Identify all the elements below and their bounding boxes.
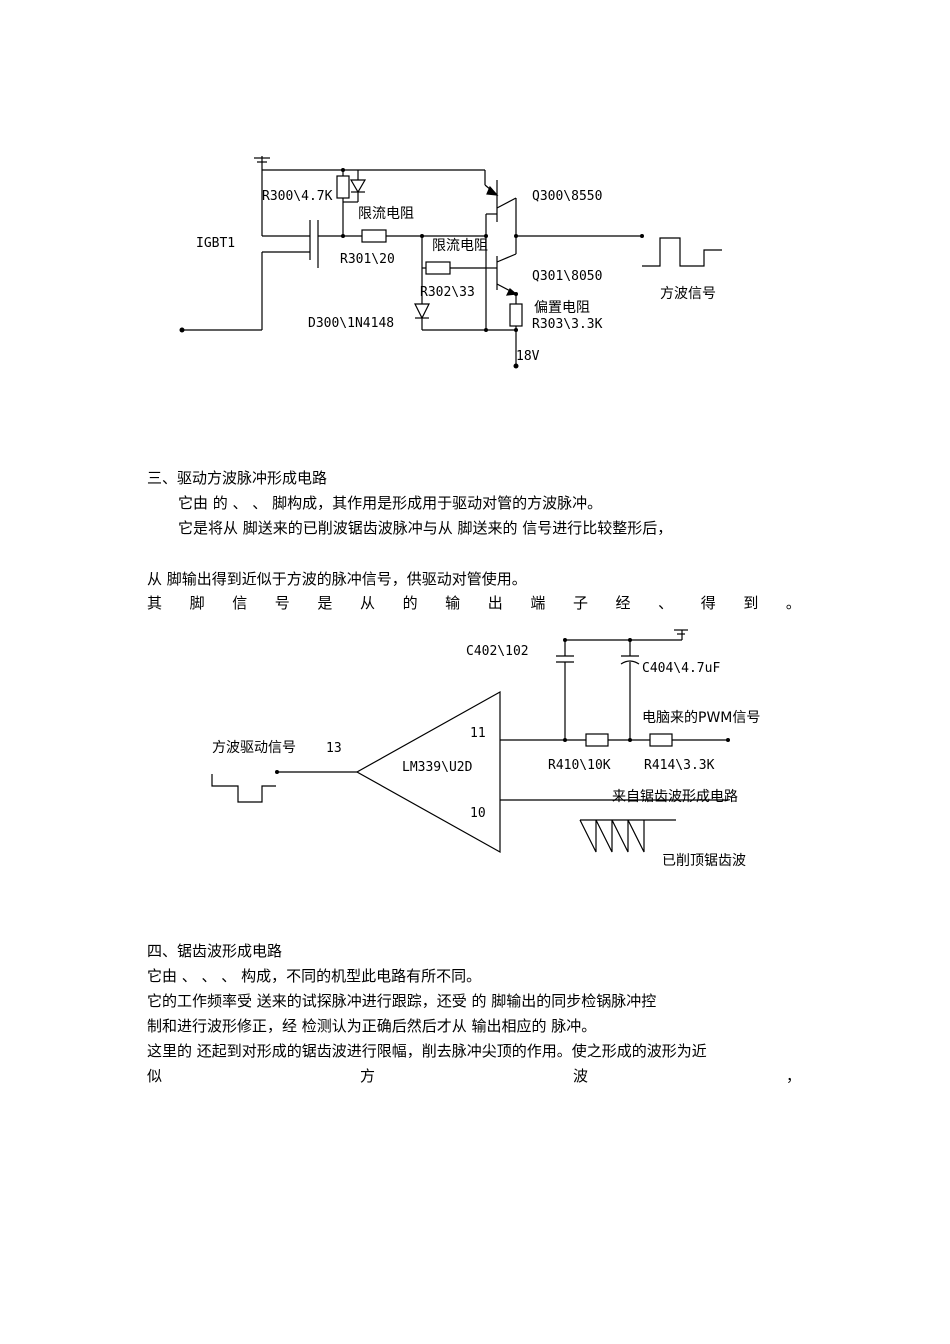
line4-char: 输	[445, 594, 461, 612]
section4-line4: 这里的 还起到对形成的锯齿波进行限幅，削去脉冲尖顶的作用。使之形成的波形为近	[147, 1042, 707, 1060]
square-drive-note: 方波驱动信号	[212, 740, 296, 756]
pwm-signal-note: 电脑来的PWM信号	[642, 710, 760, 726]
r300-label: R300\4.7K	[262, 189, 333, 204]
r303-label: R303\3.3K	[532, 317, 603, 332]
section3-line3: 从 脚输出得到近似于方波的脉冲信号，供驱动对管使用。	[147, 570, 527, 588]
comparator-circuit-diagram: C402\102 C404\4.7uF R410\10K R414\3.3K L…	[211, 629, 760, 869]
square-wave-note: 方波信号	[660, 286, 716, 302]
line4-char: 经	[615, 594, 631, 612]
d300-label: D300\1N4148	[308, 316, 394, 331]
section4-heading: 四、锯齿波形成电路	[147, 942, 283, 960]
section3-line4: 其 脚 信 号 是 从 的 输 出 端 子 经 、 得 到 。	[147, 594, 801, 612]
line4-char: 、	[658, 594, 674, 612]
r302-label: R302\33	[420, 285, 475, 300]
q300-label: Q300\8550	[532, 189, 602, 204]
comparator-label: LM339\U2D	[402, 760, 473, 775]
section4-line3: 制和进行波形修正，经 检测认为正确后然后才从 输出相应的 脉冲。	[147, 1017, 597, 1035]
clipped-sawtooth-note: 已削顶锯齿波	[662, 853, 746, 869]
v18-label: 18V	[516, 349, 540, 364]
line4-char: 号	[274, 594, 290, 612]
limit-resistor-note-1: 限流电阻	[358, 206, 414, 222]
line4-char: 脚	[189, 594, 205, 612]
section3-line1: 它由 的 、 、 脚构成，其作用是形成用于驱动对管的方波脉冲。	[178, 494, 603, 512]
section4-line5: 似 方 波 ，	[147, 1067, 801, 1085]
line4-char: 端	[530, 594, 546, 612]
r301-label: R301\20	[340, 252, 395, 267]
section3-line2: 它是将从 脚送来的已削波锯齿波脉冲与从 脚送来的 信号进行比较整形后，	[178, 519, 673, 537]
line4-char: 从	[359, 594, 375, 612]
line4-char: 其	[147, 594, 163, 612]
line4-char: 到	[743, 594, 759, 612]
line4-char: 出	[487, 594, 503, 612]
r414-label: R414\3.3K	[644, 758, 715, 773]
line5-char: ，	[785, 1067, 801, 1085]
driver-circuit-diagram: IGBT1 R300\4.7K R301\20 R302\33 D300\1N4…	[179, 156, 722, 369]
pin10-label: 10	[470, 806, 486, 821]
line4-char: 得	[700, 594, 716, 612]
line4-char: 信	[232, 594, 248, 612]
line5-char: 似	[147, 1067, 163, 1085]
section4-line2: 它的工作频率受 送来的试探脉冲进行跟踪，还受 的 脚输出的同步检锅脉冲控	[147, 992, 657, 1010]
line4-char: 。	[785, 594, 801, 612]
input-terminal-dot	[179, 327, 185, 333]
c402-label: C402\102	[466, 644, 529, 659]
igbt-label: IGBT1	[196, 236, 235, 251]
section3-heading: 三、驱动方波脉冲形成电路	[147, 469, 328, 487]
r410-label: R410\10K	[548, 758, 611, 773]
line5-char: 波	[572, 1067, 588, 1085]
pin11-label: 11	[470, 726, 486, 741]
sawtooth-source-note: 来自锯齿波形成电路	[612, 789, 738, 805]
q301-label: Q301\8050	[532, 269, 602, 284]
line4-char: 是	[317, 594, 333, 612]
c404-label: C404\4.7uF	[642, 661, 720, 676]
bias-resistor-note: 偏置电阻	[534, 300, 590, 316]
line4-char: 的	[402, 594, 418, 612]
line4-char: 子	[572, 594, 588, 612]
section4-line1: 它由 、 、 、 构成，不同的机型此电路有所不同。	[147, 967, 482, 985]
pin13-label: 13	[326, 741, 342, 756]
limit-resistor-note-2: 限流电阻	[432, 238, 488, 254]
line5-char: 方	[359, 1067, 375, 1085]
